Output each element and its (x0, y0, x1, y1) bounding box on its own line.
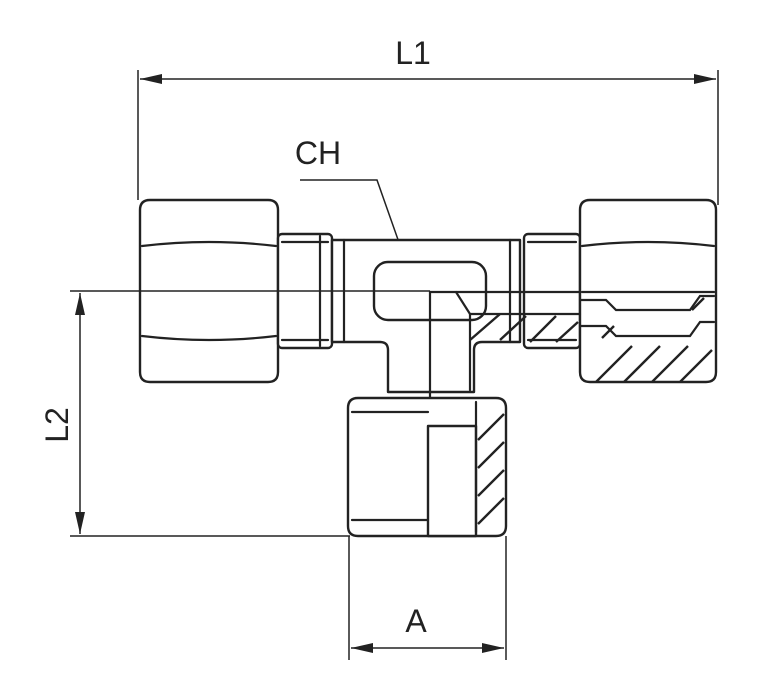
dimension-a: A (348, 536, 507, 660)
label-a: A (405, 603, 427, 639)
dimension-l2: L2 (39, 293, 350, 537)
ch-callout: CH (295, 135, 409, 269)
label-ch: CH (295, 135, 341, 171)
label-l2: L2 (39, 407, 75, 443)
label-l1: L1 (395, 35, 431, 71)
dimension-l1: L1 (137, 35, 719, 205)
threaded-branch (346, 396, 508, 538)
tee-body (330, 238, 522, 394)
right-nut (578, 198, 718, 384)
